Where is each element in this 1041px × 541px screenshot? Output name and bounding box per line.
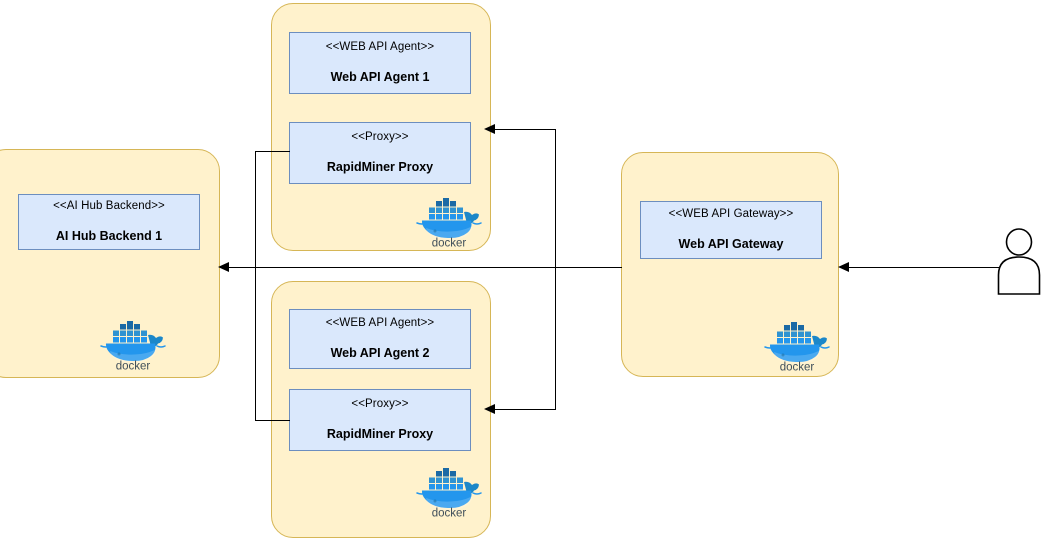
component-ai-hub-backend-1[interactable]: <<AI Hub Backend>> AI Hub Backend 1 — [18, 194, 200, 250]
actor-body — [997, 256, 1041, 295]
connector-proxy1-to-aihub-stub — [255, 151, 290, 152]
component-stereotype: <<Proxy>> — [351, 398, 409, 411]
component-name: Web API Gateway — [678, 236, 784, 251]
node-ai-hub-backend-host[interactable]: <<AI Hub Backend>> AI Hub Backend 1 — [0, 149, 220, 378]
connector-proxy2-to-aihub-stub — [255, 420, 290, 421]
component-web-api-agent-2[interactable]: <<WEB API Agent>> Web API Agent 2 — [289, 309, 471, 369]
component-stereotype: <<Proxy>> — [351, 131, 409, 144]
docker-icon: docker — [414, 467, 484, 519]
connector-gateway-to-proxy1-vertical — [555, 129, 556, 268]
connector-gateway-to-proxy1-horizontal — [494, 129, 556, 130]
node-web-api-agent-1-host[interactable]: <<WEB API Agent>> Web API Agent 1 <<Prox… — [271, 3, 491, 251]
node-web-api-agent-2-host[interactable]: <<WEB API Agent>> Web API Agent 2 <<Prox… — [271, 281, 491, 538]
component-rapidminer-proxy-2[interactable]: <<Proxy>> RapidMiner Proxy — [289, 389, 471, 451]
component-stereotype: <<WEB API Agent>> — [325, 41, 435, 54]
component-web-api-agent-1[interactable]: <<WEB API Agent>> Web API Agent 1 — [289, 32, 471, 94]
connector-aihub-arrowhead — [218, 262, 229, 272]
connector-gateway-to-proxy1-arrowhead — [484, 124, 495, 134]
component-name: RapidMiner Proxy — [326, 426, 434, 441]
connector-gateway-to-proxy2-horizontal — [494, 409, 556, 410]
connector-user-to-gateway-arrowhead — [838, 262, 849, 272]
actor-head — [1005, 228, 1033, 256]
component-web-api-gateway[interactable]: <<WEB API Gateway>> Web API Gateway — [640, 201, 822, 259]
node-web-api-gateway-host[interactable]: <<WEB API Gateway>> Web API Gateway — [621, 152, 839, 377]
actor-end-user[interactable] — [995, 228, 1041, 296]
component-stereotype: <<WEB API Agent>> — [325, 317, 435, 330]
component-name: Web API Agent 2 — [330, 345, 430, 360]
component-rapidminer-proxy-1[interactable]: <<Proxy>> RapidMiner Proxy — [289, 122, 471, 184]
docker-wordmark: docker — [780, 362, 815, 374]
component-name: AI Hub Backend 1 — [55, 228, 163, 243]
component-stereotype: <<AI Hub Backend>> — [53, 200, 165, 213]
docker-wordmark: docker — [116, 361, 151, 373]
connector-gateway-to-proxy2-vertical — [555, 267, 556, 410]
component-name: RapidMiner Proxy — [326, 159, 434, 174]
docker-wordmark: docker — [432, 508, 467, 520]
docker-icon: docker — [762, 321, 832, 373]
component-name: Web API Agent 1 — [330, 69, 430, 84]
docker-icon: docker — [414, 197, 484, 249]
connector-gateway-to-proxy2-arrowhead — [484, 404, 495, 414]
docker-icon: docker — [98, 320, 168, 372]
connector-user-to-gateway — [848, 267, 1005, 268]
connector-main-bus-horizontal — [228, 267, 622, 268]
connector-proxy-to-aihub-trunk — [255, 151, 256, 421]
docker-wordmark: docker — [432, 238, 467, 250]
component-stereotype: <<WEB API Gateway>> — [668, 208, 794, 221]
